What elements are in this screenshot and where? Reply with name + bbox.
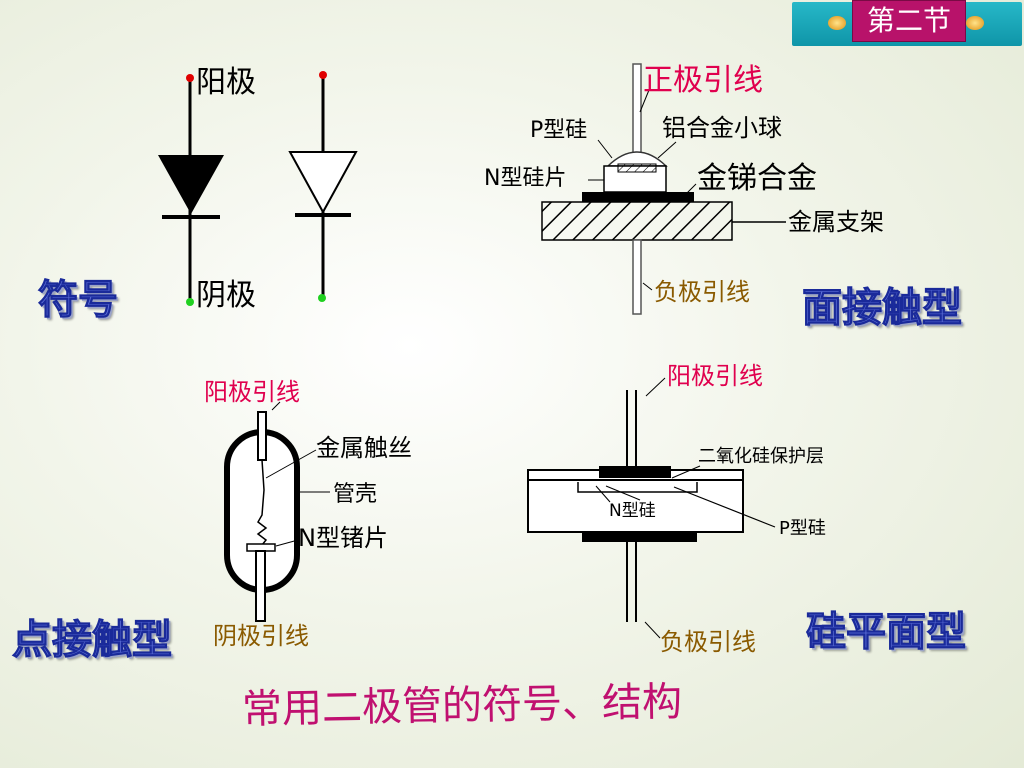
shell-label: 管壳 (333, 482, 378, 507)
metal-bracket-label: 金属支架 (788, 208, 884, 236)
planar-diode-structure (527, 377, 776, 639)
nav-right-bullet-icon (966, 16, 984, 30)
planar-cathode-lead-label: 负极引线 (660, 628, 756, 656)
negative-lead-wire (632, 239, 642, 315)
point-contact-title: 点接触型 (12, 617, 173, 663)
metal-whisker (256, 459, 268, 546)
n-silicon-label: N型硅 (609, 501, 656, 521)
anode-terminal-dot (186, 74, 194, 82)
metal-bracket (541, 201, 733, 241)
oxide-layer-label: 二氧化硅保护层 (698, 446, 824, 467)
cathode-terminal-dot (186, 298, 194, 306)
diode-symbol-outline (288, 71, 358, 302)
n-wafer-label: N型硅片 (484, 166, 567, 191)
germanium-wafer-label: N型锗片 (298, 524, 388, 552)
germanium-wafer (246, 543, 276, 552)
metal-whisker-label: 金属触丝 (316, 434, 412, 462)
aluminum-ball-label: 铝合金小球 (662, 114, 782, 142)
p-type-region (577, 482, 698, 493)
positive-lead-wire (632, 63, 642, 165)
point-anode-lead-label: 阳极引线 (204, 378, 300, 406)
cathode-lead-wire (255, 550, 266, 622)
symbol-title: 符号 (38, 277, 119, 323)
planar-anode-lead-label: 阳极引线 (667, 362, 763, 390)
negative-lead-label: 负极引线 (654, 278, 750, 306)
positive-lead-label: 正极引线 (643, 63, 763, 98)
point-cathode-lead-label: 阴极引线 (213, 622, 309, 650)
section-label[interactable]: 第二节 (852, 0, 966, 42)
p-silicon-label: P型硅 (530, 118, 588, 143)
junction-diode-structure (541, 63, 786, 315)
gold-antimony-layer (582, 192, 694, 202)
anode-lead-wire (257, 411, 267, 461)
diode-symbol-filled (158, 74, 224, 306)
gold-antimony-label: 金锑合金 (697, 161, 817, 196)
point-contact-diode-structure (224, 401, 330, 622)
slide-caption: 常用二极管的符号、结构 (241, 679, 683, 733)
cathode-terminal-dot (318, 294, 326, 302)
junction-type-title: 面接触型 (802, 285, 963, 331)
planar-type-title: 硅平面型 (806, 609, 967, 655)
anode-terminal-dot (319, 71, 327, 79)
nav-left-bullet-icon (828, 16, 846, 30)
cathode-label: 阴极 (196, 278, 256, 313)
anode-label: 阳极 (196, 65, 256, 100)
cathode-contact (582, 532, 697, 542)
p-silicon-region-label: P型硅 (779, 518, 826, 539)
